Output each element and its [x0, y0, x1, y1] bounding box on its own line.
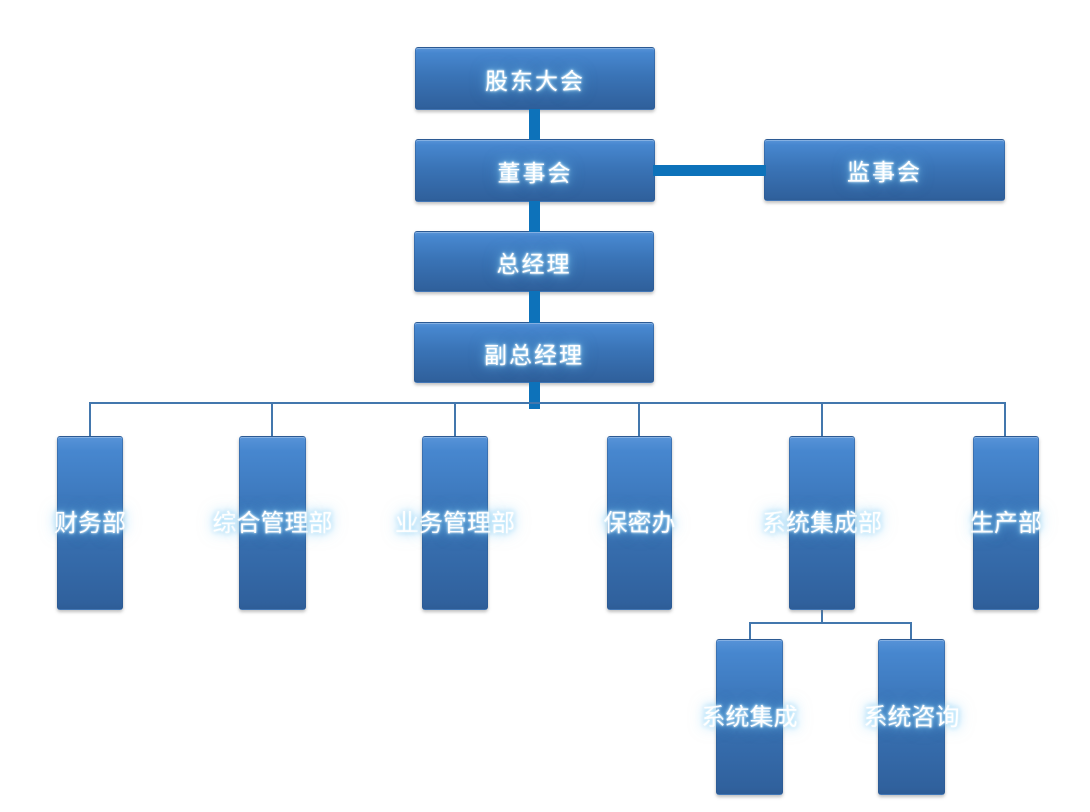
org-node-system-consulting: 系统咨询	[864, 639, 960, 795]
connector-drop-general-admin	[271, 403, 273, 436]
org-node-business-mgmt-dept: 业务管理部	[395, 436, 515, 610]
org-node-confidentiality-office: 保密办	[604, 436, 676, 610]
org-node-general-manager: 总经理	[414, 231, 654, 292]
connector-drop-system-consulting	[910, 623, 912, 639]
org-node-deputy-general-manager: 副总经理	[414, 322, 654, 383]
connector-gm-to-dgm	[529, 291, 540, 323]
org-node-system-integration: 系统集成	[702, 639, 798, 795]
org-node-production-dept: 生产部	[970, 436, 1042, 610]
connector-drop-system-integration	[749, 623, 751, 639]
connector-drop-production	[1004, 403, 1006, 436]
connector-sysintdept-down-stub	[821, 610, 823, 623]
connector-drop-system-integration-dept	[821, 403, 823, 436]
connector-dgm-down-stub	[529, 382, 540, 409]
connector-board-to-supervisory	[653, 165, 766, 176]
org-node-shareholders-meeting: 股东大会	[415, 47, 655, 110]
connector-drop-finance	[89, 403, 91, 436]
connector-board-to-gm	[529, 201, 540, 232]
connector-drop-confidentiality	[638, 403, 640, 436]
org-node-system-integration-dept: 系统集成部	[762, 436, 882, 610]
org-node-finance-dept: 财务部	[54, 436, 126, 610]
connector-shareholders-to-board	[529, 109, 540, 140]
org-node-board-of-directors: 董事会	[415, 139, 655, 202]
org-node-general-admin-dept: 综合管理部	[213, 436, 333, 610]
connector-sysint-bus	[749, 622, 912, 624]
connector-departments-bus	[89, 402, 1006, 404]
connector-drop-business-mgmt	[454, 403, 456, 436]
org-node-supervisory-board: 监事会	[764, 139, 1005, 201]
